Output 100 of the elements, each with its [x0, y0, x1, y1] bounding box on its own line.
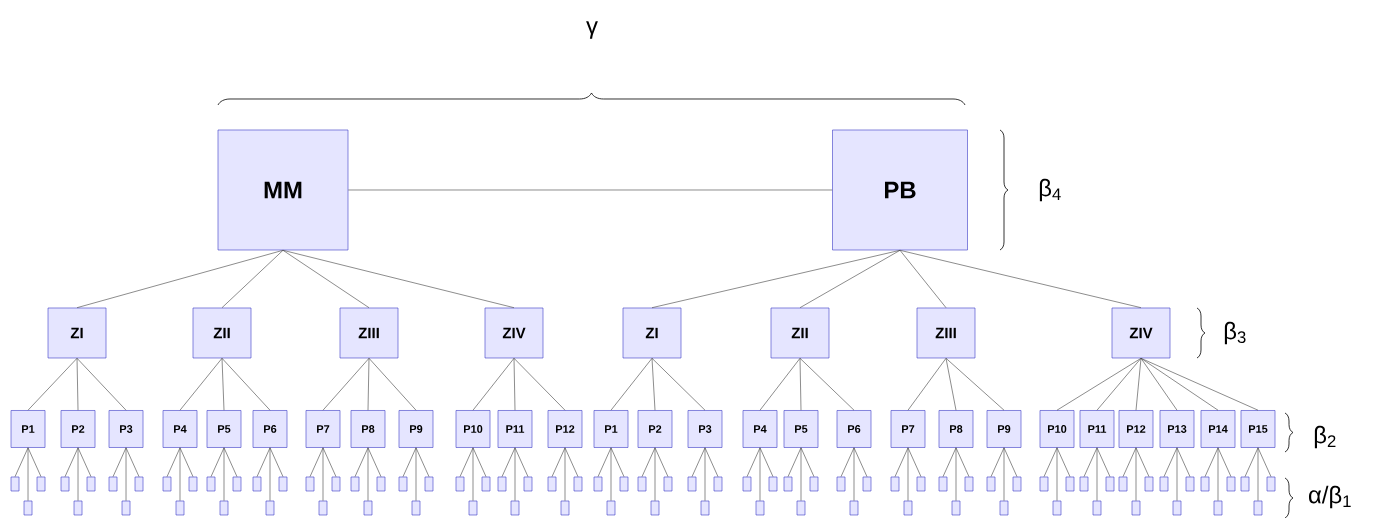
process-box: P1: [10, 410, 46, 448]
level-label: α/β$_{1}$: [1309, 485, 1351, 509]
connector-line: [472, 358, 515, 411]
small-box: [1240, 476, 1250, 492]
connector-line: [945, 358, 957, 411]
small-box: [560, 500, 570, 516]
connector-line: [472, 447, 474, 501]
small-box: [23, 500, 33, 516]
small-box: [593, 476, 603, 492]
connector-line: [179, 358, 223, 411]
small-box: [1213, 500, 1223, 516]
small-box: [742, 476, 752, 492]
connector-line: [513, 358, 516, 411]
small-box: [1226, 476, 1236, 492]
connector-line: [221, 358, 271, 411]
small-box: [938, 476, 948, 492]
process-box: P3: [108, 410, 144, 448]
small-box: [162, 476, 172, 492]
small-box: [363, 500, 373, 516]
process-box: P1: [593, 410, 629, 448]
connector-line: [1056, 447, 1071, 477]
connector-line: [651, 358, 656, 411]
connector-line: [76, 250, 284, 308]
small-box: [999, 500, 1009, 516]
small-box: [964, 476, 974, 492]
connector-line: [354, 447, 369, 477]
connector-line: [112, 447, 127, 477]
connector-line: [269, 447, 271, 501]
connector-line: [14, 447, 29, 477]
small-box: [468, 500, 478, 516]
small-box: [10, 476, 20, 492]
connector-line: [945, 358, 1005, 411]
connector-line: [1043, 447, 1058, 477]
connector-line: [513, 358, 566, 411]
connector-line: [415, 447, 417, 501]
process-box: P14: [1200, 410, 1236, 448]
connector-line: [223, 447, 238, 477]
small-box: [36, 476, 46, 492]
connector-line: [1257, 447, 1272, 477]
process-box: P8: [350, 410, 386, 448]
process-box: P7: [890, 410, 926, 448]
small-box: [619, 476, 629, 492]
connector-line: [223, 447, 225, 501]
connector-line: [942, 447, 957, 477]
connector-line: [166, 447, 181, 477]
connector-line: [1135, 358, 1142, 411]
small-box: [986, 476, 996, 492]
connector-line: [1083, 447, 1098, 477]
small-box: [134, 476, 144, 492]
small-box: [188, 476, 198, 492]
connector-line: [210, 447, 225, 477]
small-box: [890, 476, 900, 492]
connector-line: [704, 447, 706, 501]
connector-line: [907, 447, 922, 477]
level-label: β$_{2}$: [1314, 425, 1336, 449]
connector-line: [269, 447, 284, 477]
connector-line: [1204, 447, 1219, 477]
small-box: [523, 476, 533, 492]
small-box: [768, 476, 778, 492]
connector-line: [800, 447, 815, 477]
connector-line: [654, 447, 656, 501]
small-box: [637, 476, 647, 492]
small-box: [836, 476, 846, 492]
small-box: [305, 476, 315, 492]
connector-line: [800, 447, 802, 501]
connector-line: [899, 250, 947, 308]
connector-line: [1140, 358, 1259, 411]
connector-line: [221, 250, 284, 308]
small-box: [849, 500, 859, 516]
connector-line: [853, 447, 855, 501]
connector-line: [367, 447, 382, 477]
connector-line: [799, 358, 855, 411]
connector-line: [1163, 447, 1178, 477]
connector-line: [691, 447, 706, 477]
connector-line: [282, 250, 370, 308]
process-box: P11: [1079, 410, 1115, 448]
connector-line: [77, 447, 92, 477]
small-box: [1200, 476, 1210, 492]
small-box: [252, 476, 262, 492]
main-box: PB: [832, 129, 968, 251]
connector-line: [759, 358, 801, 411]
connector-line: [1135, 447, 1137, 501]
process-box: P12: [547, 410, 583, 448]
connector-line: [1176, 447, 1178, 501]
connector-line: [322, 358, 370, 411]
small-box: [510, 500, 520, 516]
connector-line: [27, 447, 29, 501]
small-box: [862, 476, 872, 492]
connector-line: [367, 358, 370, 411]
small-box: [1079, 476, 1089, 492]
connector-line: [1096, 358, 1142, 411]
zone-box: ZIV: [484, 307, 544, 359]
small-box: [573, 476, 583, 492]
small-box: [783, 476, 793, 492]
small-box: [60, 476, 70, 492]
small-box: [219, 500, 229, 516]
connector-line: [1056, 358, 1142, 411]
level-label: γ: [586, 21, 598, 39]
connector-line: [179, 447, 181, 501]
small-box: [1185, 476, 1195, 492]
